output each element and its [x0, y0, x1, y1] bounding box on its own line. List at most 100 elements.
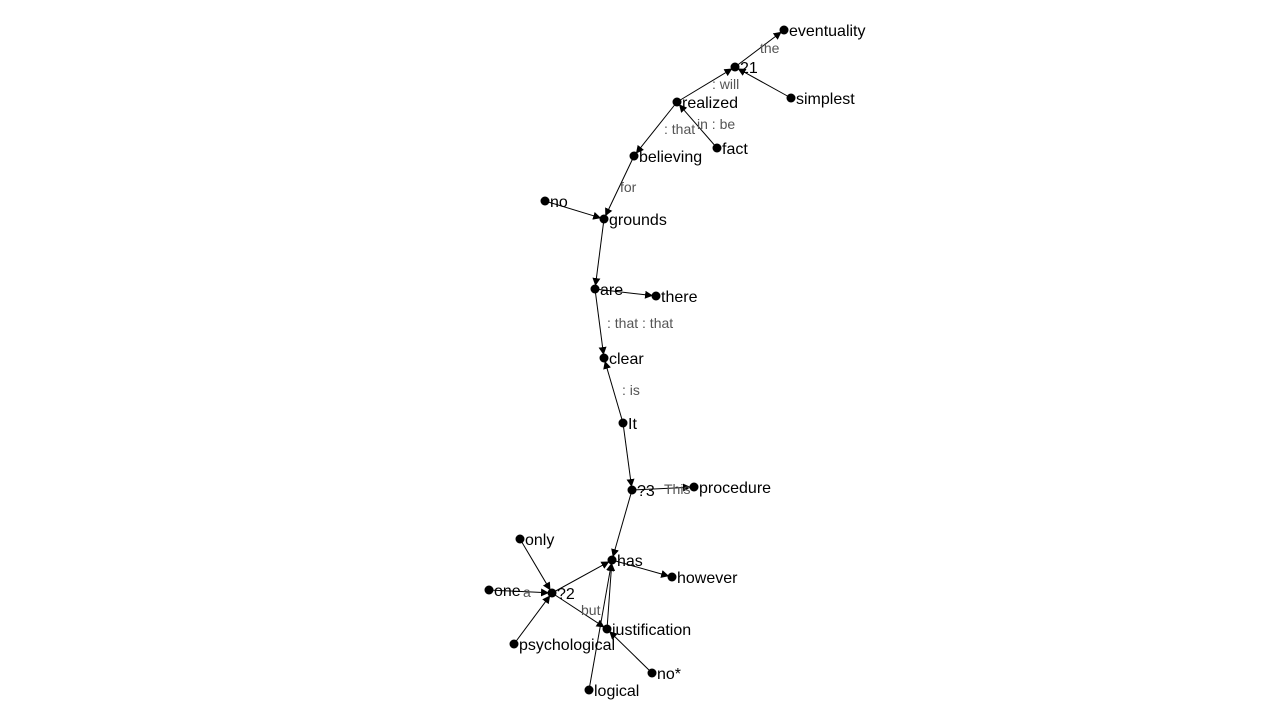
edge-psychological-to-q2: [513, 595, 551, 645]
node-dot: [484, 585, 494, 595]
node-label: eventuality: [789, 23, 866, 40]
node-dot: [618, 418, 628, 428]
node-label: justification: [611, 622, 691, 639]
edge-label: : that: [664, 121, 695, 137]
node-label: procedure: [699, 480, 771, 497]
edge-label: : is: [622, 382, 640, 398]
node-dot: [667, 572, 677, 582]
node-label: ?3: [637, 483, 655, 500]
node-dot: [547, 588, 557, 598]
edge-q3-to-procedure: [631, 483, 692, 492]
node-procedure: procedure: [689, 480, 771, 497]
node-dot: [730, 62, 740, 72]
edge-justification-to-has: [606, 562, 616, 630]
edge-only-to-q2: [519, 538, 551, 591]
node-label: 21: [740, 60, 758, 77]
node-logical: logical: [584, 683, 639, 700]
edge-label: : will: [712, 76, 739, 92]
node-label: psychological: [519, 637, 615, 654]
edge-label: a: [523, 584, 531, 600]
node-dot: [672, 97, 682, 107]
node-it: It: [618, 416, 637, 433]
node-believing: believing: [629, 149, 702, 166]
node-label: realized: [682, 95, 738, 112]
node-dot: [647, 668, 657, 678]
edge-label: for: [620, 179, 637, 195]
edge-realized-to-believing: [635, 101, 678, 154]
edge-21-to-eventuality: [734, 31, 782, 68]
node-label: ?2: [557, 586, 575, 603]
node-label: It: [628, 416, 637, 433]
node-no: no: [540, 194, 568, 211]
node-label: only: [525, 532, 554, 549]
node-dot: [599, 214, 609, 224]
node-dot: [602, 624, 612, 634]
node-dot: [540, 196, 550, 206]
node-dot: [712, 143, 722, 153]
node-psychological: psychological: [509, 637, 615, 654]
edge-are-to-there: [594, 288, 654, 299]
edges-layer: [488, 31, 792, 691]
edge-q3-to-has: [611, 489, 633, 558]
node-simplest: simplest: [786, 91, 855, 108]
edge-label: but: [581, 602, 601, 618]
node-label: no*: [657, 666, 681, 683]
node-dot: [651, 291, 661, 301]
node-grounds: grounds: [599, 212, 667, 229]
edge-q2-to-has: [551, 561, 610, 594]
edge-label: : that : that: [607, 315, 673, 331]
edge-q2-to-justification: [551, 592, 605, 628]
node-dot: [509, 639, 519, 649]
node-dot: [515, 534, 525, 544]
node-label: grounds: [609, 212, 667, 229]
edge-no-to-grounds: [544, 200, 602, 220]
nodes-layer: eventuality 21 simplest realized fact believi…: [484, 23, 866, 700]
node-label: one: [494, 583, 521, 600]
node-dot: [599, 353, 609, 363]
edge-label: This: [664, 481, 690, 497]
node-dot: [779, 25, 789, 35]
node-only: only: [515, 532, 554, 549]
node-label: has: [617, 553, 643, 570]
node-no_star: no*: [647, 666, 681, 683]
node-dot: [627, 485, 637, 495]
node-dot: [786, 93, 796, 103]
node-label: simplest: [796, 91, 855, 108]
node-justification: justification: [602, 622, 691, 639]
node-clear: clear: [599, 351, 644, 368]
node-dot: [629, 151, 639, 161]
node-21: 21: [730, 60, 758, 77]
edge-believing-to-grounds: [605, 155, 635, 217]
edge-has-to-however: [611, 559, 670, 578]
edge-it-to-q3: [622, 422, 635, 488]
node-label: however: [677, 570, 738, 587]
edge-logical-to-has: [588, 562, 615, 691]
node-label: believing: [639, 149, 702, 166]
node-however: however: [667, 570, 738, 587]
edge-simplest-to-21: [737, 68, 792, 99]
node-label: logical: [594, 683, 639, 700]
edge-realized-to-21: [676, 68, 733, 103]
node-label: no: [550, 194, 568, 211]
node-q3: ?3: [627, 483, 655, 500]
node-dot: [584, 685, 594, 695]
edge-no_star-to-justification: [609, 631, 653, 674]
edge-fact-to-realized: [678, 104, 718, 149]
node-label: there: [661, 289, 698, 306]
node-dot: [607, 555, 617, 565]
node-label: clear: [609, 351, 644, 368]
node-realized: realized: [672, 95, 738, 112]
node-has: has: [607, 553, 643, 570]
node-dot: [689, 482, 699, 492]
edge-grounds-to-are: [592, 218, 605, 287]
node-eventuality: eventuality: [779, 23, 866, 40]
edge-it-to-clear: [603, 360, 624, 424]
node-there: there: [651, 289, 698, 306]
node-dot: [590, 284, 600, 294]
edge-label: the: [760, 40, 780, 56]
node-label: are: [600, 282, 623, 299]
node-are: are: [590, 282, 623, 299]
node-label: fact: [722, 141, 748, 158]
